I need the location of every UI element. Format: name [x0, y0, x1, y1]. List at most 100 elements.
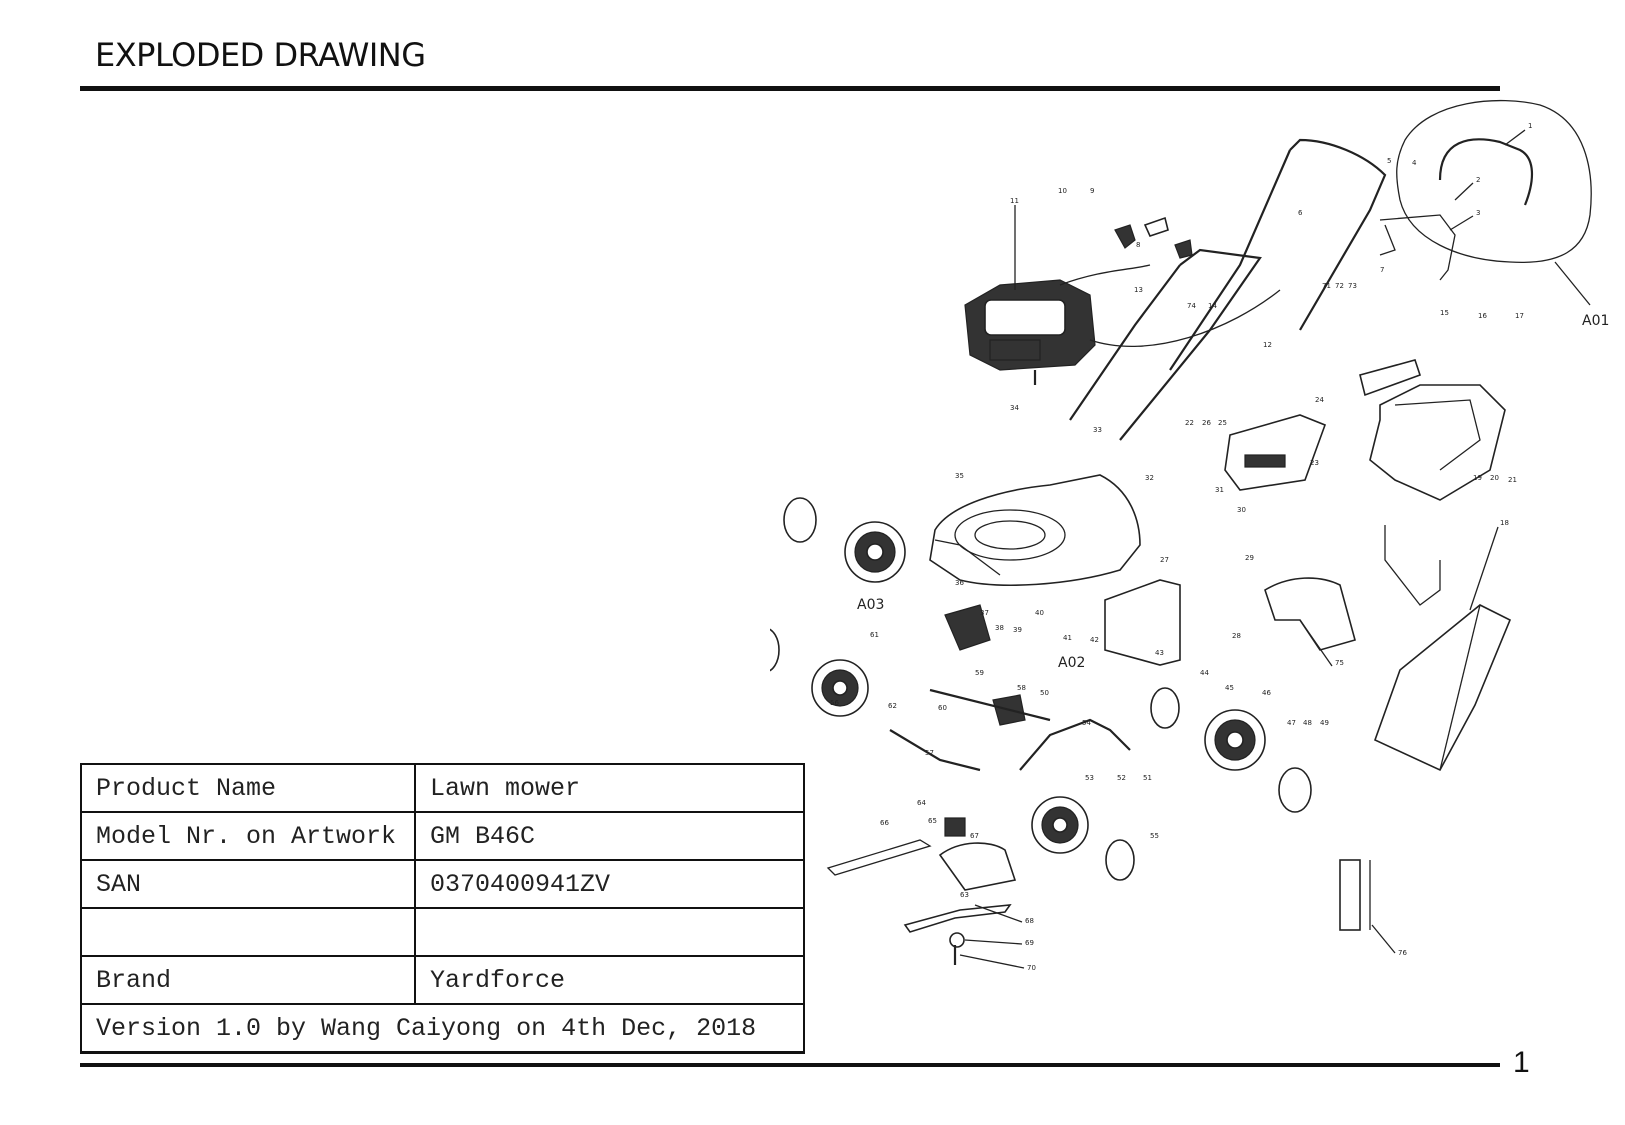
callout-59: 59: [975, 669, 984, 677]
grass-bag: [1374, 604, 1512, 772]
table-row: SAN 0370400941ZV: [80, 859, 805, 909]
callout-27: 27: [1160, 556, 1169, 564]
callout-44: 44: [1200, 669, 1209, 677]
callout-19: 19: [1473, 474, 1482, 482]
blank-label: [80, 907, 416, 957]
brand-label: Brand: [80, 955, 416, 1005]
callout-52: 52: [1117, 774, 1126, 782]
callout-42: 42: [1090, 636, 1099, 644]
model-label: Model Nr. on Artwork: [80, 811, 416, 861]
callout-9: 9: [1090, 187, 1094, 195]
callout-41: 41: [1063, 634, 1072, 642]
callout-63: 63: [960, 891, 969, 899]
table-row: Brand Yardforce: [80, 955, 805, 1005]
a01-detail-outline: [1396, 99, 1592, 264]
callout-53: 53: [1085, 774, 1094, 782]
rear-chute: [1104, 579, 1181, 666]
footer-rule: [80, 1063, 1500, 1067]
callout-57: 57: [925, 749, 934, 757]
drive-axle: [889, 729, 981, 772]
front-left-wheel: [811, 659, 869, 717]
product-info-table: Product Name Lawn mower Model Nr. on Art…: [80, 763, 805, 1054]
front-right-wheel: [1204, 709, 1266, 771]
belt: [826, 839, 932, 876]
blank-value: [414, 907, 805, 957]
callout-70: 70: [1027, 964, 1036, 972]
callout-16: 16: [1478, 312, 1487, 320]
rear-left-wheel: [844, 521, 906, 583]
ref-label-a02: A02: [1058, 655, 1085, 671]
table-row-version: Version 1.0 by Wang Caiyong on 4th Dec, …: [80, 1003, 805, 1054]
page-number: 1: [1513, 1046, 1530, 1079]
callout-6: 6: [1298, 209, 1303, 217]
callout-20: 20: [1490, 474, 1499, 482]
san-value: 0370400941ZV: [414, 859, 805, 909]
callout-4: 4: [1412, 159, 1417, 167]
callout-34: 34: [1010, 404, 1019, 412]
blade-adapter: [938, 842, 1017, 891]
page-title: EXPLODED DRAWING: [95, 36, 426, 74]
lower-handle: [1119, 248, 1262, 441]
callout-30: 30: [1237, 506, 1246, 514]
callout-49: 49: [1320, 719, 1329, 727]
callout-12: 12: [1263, 341, 1272, 349]
callout-3: 3: [1476, 209, 1480, 217]
callout-7: 7: [1380, 266, 1384, 274]
header-rule: [80, 86, 1500, 91]
callout-50: 50: [1040, 689, 1049, 697]
rear-flap: [1224, 414, 1327, 491]
ref-label-a01: A01: [1582, 313, 1609, 329]
callout-28: 28: [1232, 632, 1241, 640]
callout-75: 75: [1335, 659, 1344, 667]
callout-61: 61: [870, 631, 879, 639]
callout-46: 46: [1262, 689, 1271, 697]
callout-32: 32: [1145, 474, 1154, 482]
callout-24: 24: [1315, 396, 1324, 404]
callout-26: 26: [1202, 419, 1211, 427]
callout-68: 68: [1025, 917, 1034, 925]
callout-18: 18: [1500, 519, 1509, 527]
callout-60: 60: [938, 704, 947, 712]
callout-73: 73: [1348, 282, 1357, 290]
callout-54: 54: [1082, 719, 1091, 727]
callout-66: 66: [880, 819, 889, 827]
callout-71: 71: [1322, 282, 1331, 290]
callout-45: 45: [1225, 684, 1234, 692]
callout-21: 21: [1508, 476, 1517, 484]
callout-58: 58: [1017, 684, 1026, 692]
callout-15: 15: [1440, 309, 1449, 317]
side-chute: [1264, 577, 1356, 651]
product-name-value: Lawn mower: [414, 763, 805, 813]
product-name-label: Product Name: [80, 763, 416, 813]
rear-right-wheel: [1031, 796, 1089, 854]
callout-31: 31: [1215, 486, 1224, 494]
callout-62: 62: [888, 702, 897, 710]
callout-11: 11: [1010, 197, 1019, 205]
gearbox: [944, 604, 991, 651]
callout-51: 51: [1143, 774, 1152, 782]
callout-35: 35: [955, 472, 964, 480]
callout-36: 36: [955, 579, 964, 587]
callout-43: 43: [1155, 649, 1164, 657]
callout-37: 37: [980, 609, 989, 617]
callout-8: 8: [1136, 241, 1140, 249]
version-note: Version 1.0 by Wang Caiyong on 4th Dec, …: [80, 1003, 805, 1054]
callout-14: 14: [1208, 302, 1217, 310]
upper-handle: [1289, 138, 1387, 331]
bag-frame: [1384, 525, 1441, 606]
table-row-blank: [80, 907, 805, 957]
callout-17: 17: [1515, 312, 1524, 320]
callout-22: 22: [1185, 419, 1194, 427]
callout-65: 65: [928, 817, 937, 825]
callout-33: 33: [1093, 426, 1102, 434]
callout-74: 74: [1187, 302, 1196, 310]
bail-bar: [1379, 214, 1456, 281]
san-label: SAN: [80, 859, 416, 909]
handle-grip: [1438, 138, 1534, 206]
callout-64: 64: [917, 799, 926, 807]
callout-13: 13: [1134, 286, 1143, 294]
bag-top: [1369, 384, 1506, 501]
ref-label-a03: A03: [857, 597, 884, 613]
callout-69: 69: [1025, 939, 1034, 947]
wheel-covers: [770, 497, 1312, 881]
